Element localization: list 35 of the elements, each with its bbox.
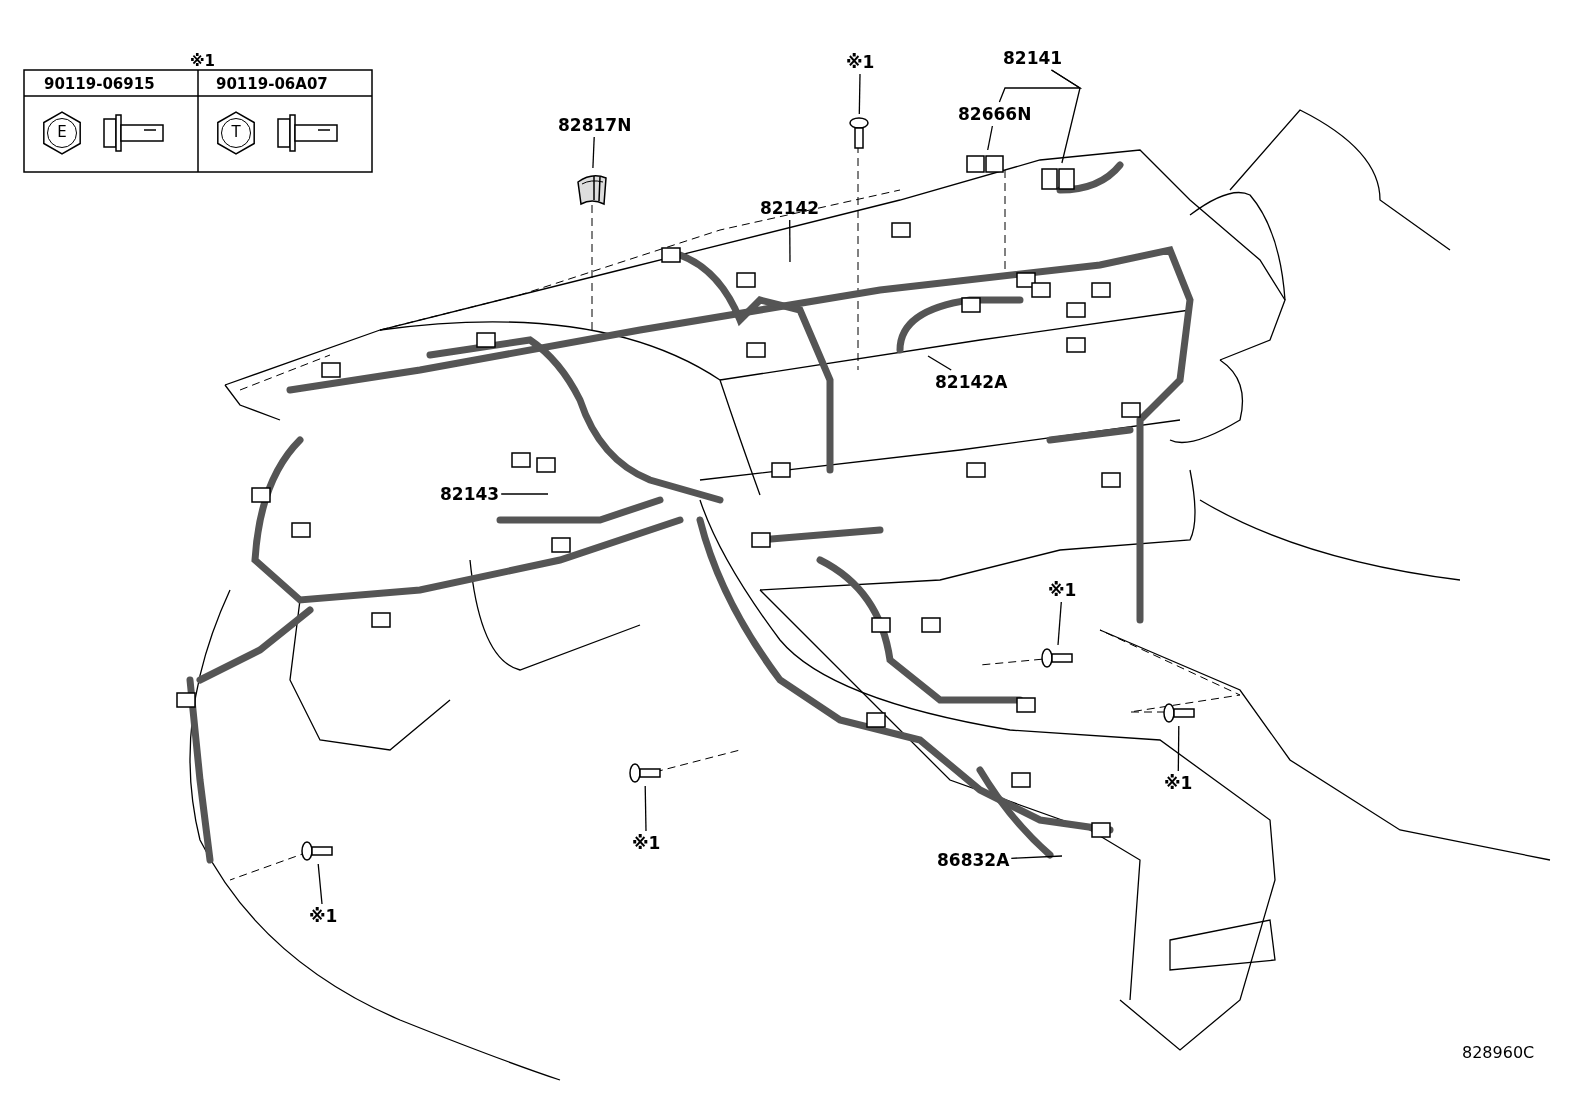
leader-line	[644, 785, 647, 832]
bolt-drawing	[300, 840, 334, 862]
leader-line	[1050, 69, 1081, 164]
note-mark: ※1	[632, 833, 661, 853]
leader-line	[1057, 601, 1062, 646]
drawing-number: 828960C	[1462, 1044, 1535, 1062]
bolt-drawing	[628, 762, 662, 784]
leader-line	[317, 863, 323, 905]
leader-line	[1177, 725, 1180, 772]
part-number: 90119-06A07	[216, 75, 328, 93]
bolt-drawing	[1162, 702, 1196, 724]
part-number: 82142A	[935, 372, 1008, 392]
leader-line	[500, 493, 549, 495]
leader-line	[927, 355, 952, 371]
part-number: 82141	[1003, 48, 1063, 68]
note-mark: ※1	[190, 52, 216, 70]
connector-drawing	[1040, 165, 1076, 193]
note-mark: ※1	[309, 906, 338, 926]
connector-drawing	[965, 152, 1005, 176]
leader-line	[1010, 855, 1063, 859]
part-number: 82817N	[558, 115, 632, 135]
bolt-drawing	[1040, 647, 1074, 669]
note-mark: ※1	[846, 52, 875, 72]
note-mark: ※1	[1048, 580, 1077, 600]
leader-line	[858, 73, 861, 115]
part-number: 82142	[760, 198, 820, 218]
leader-line	[987, 125, 994, 151]
part-number: 90119-06915	[44, 75, 155, 93]
part-number: 82666N	[958, 104, 1032, 124]
leader-line	[592, 136, 595, 169]
part-number: 86832A	[937, 850, 1010, 870]
bolt-drawing	[848, 116, 870, 150]
note-mark: ※1	[1164, 773, 1193, 793]
part-number: 82143	[440, 484, 500, 504]
leader-line	[789, 219, 791, 263]
